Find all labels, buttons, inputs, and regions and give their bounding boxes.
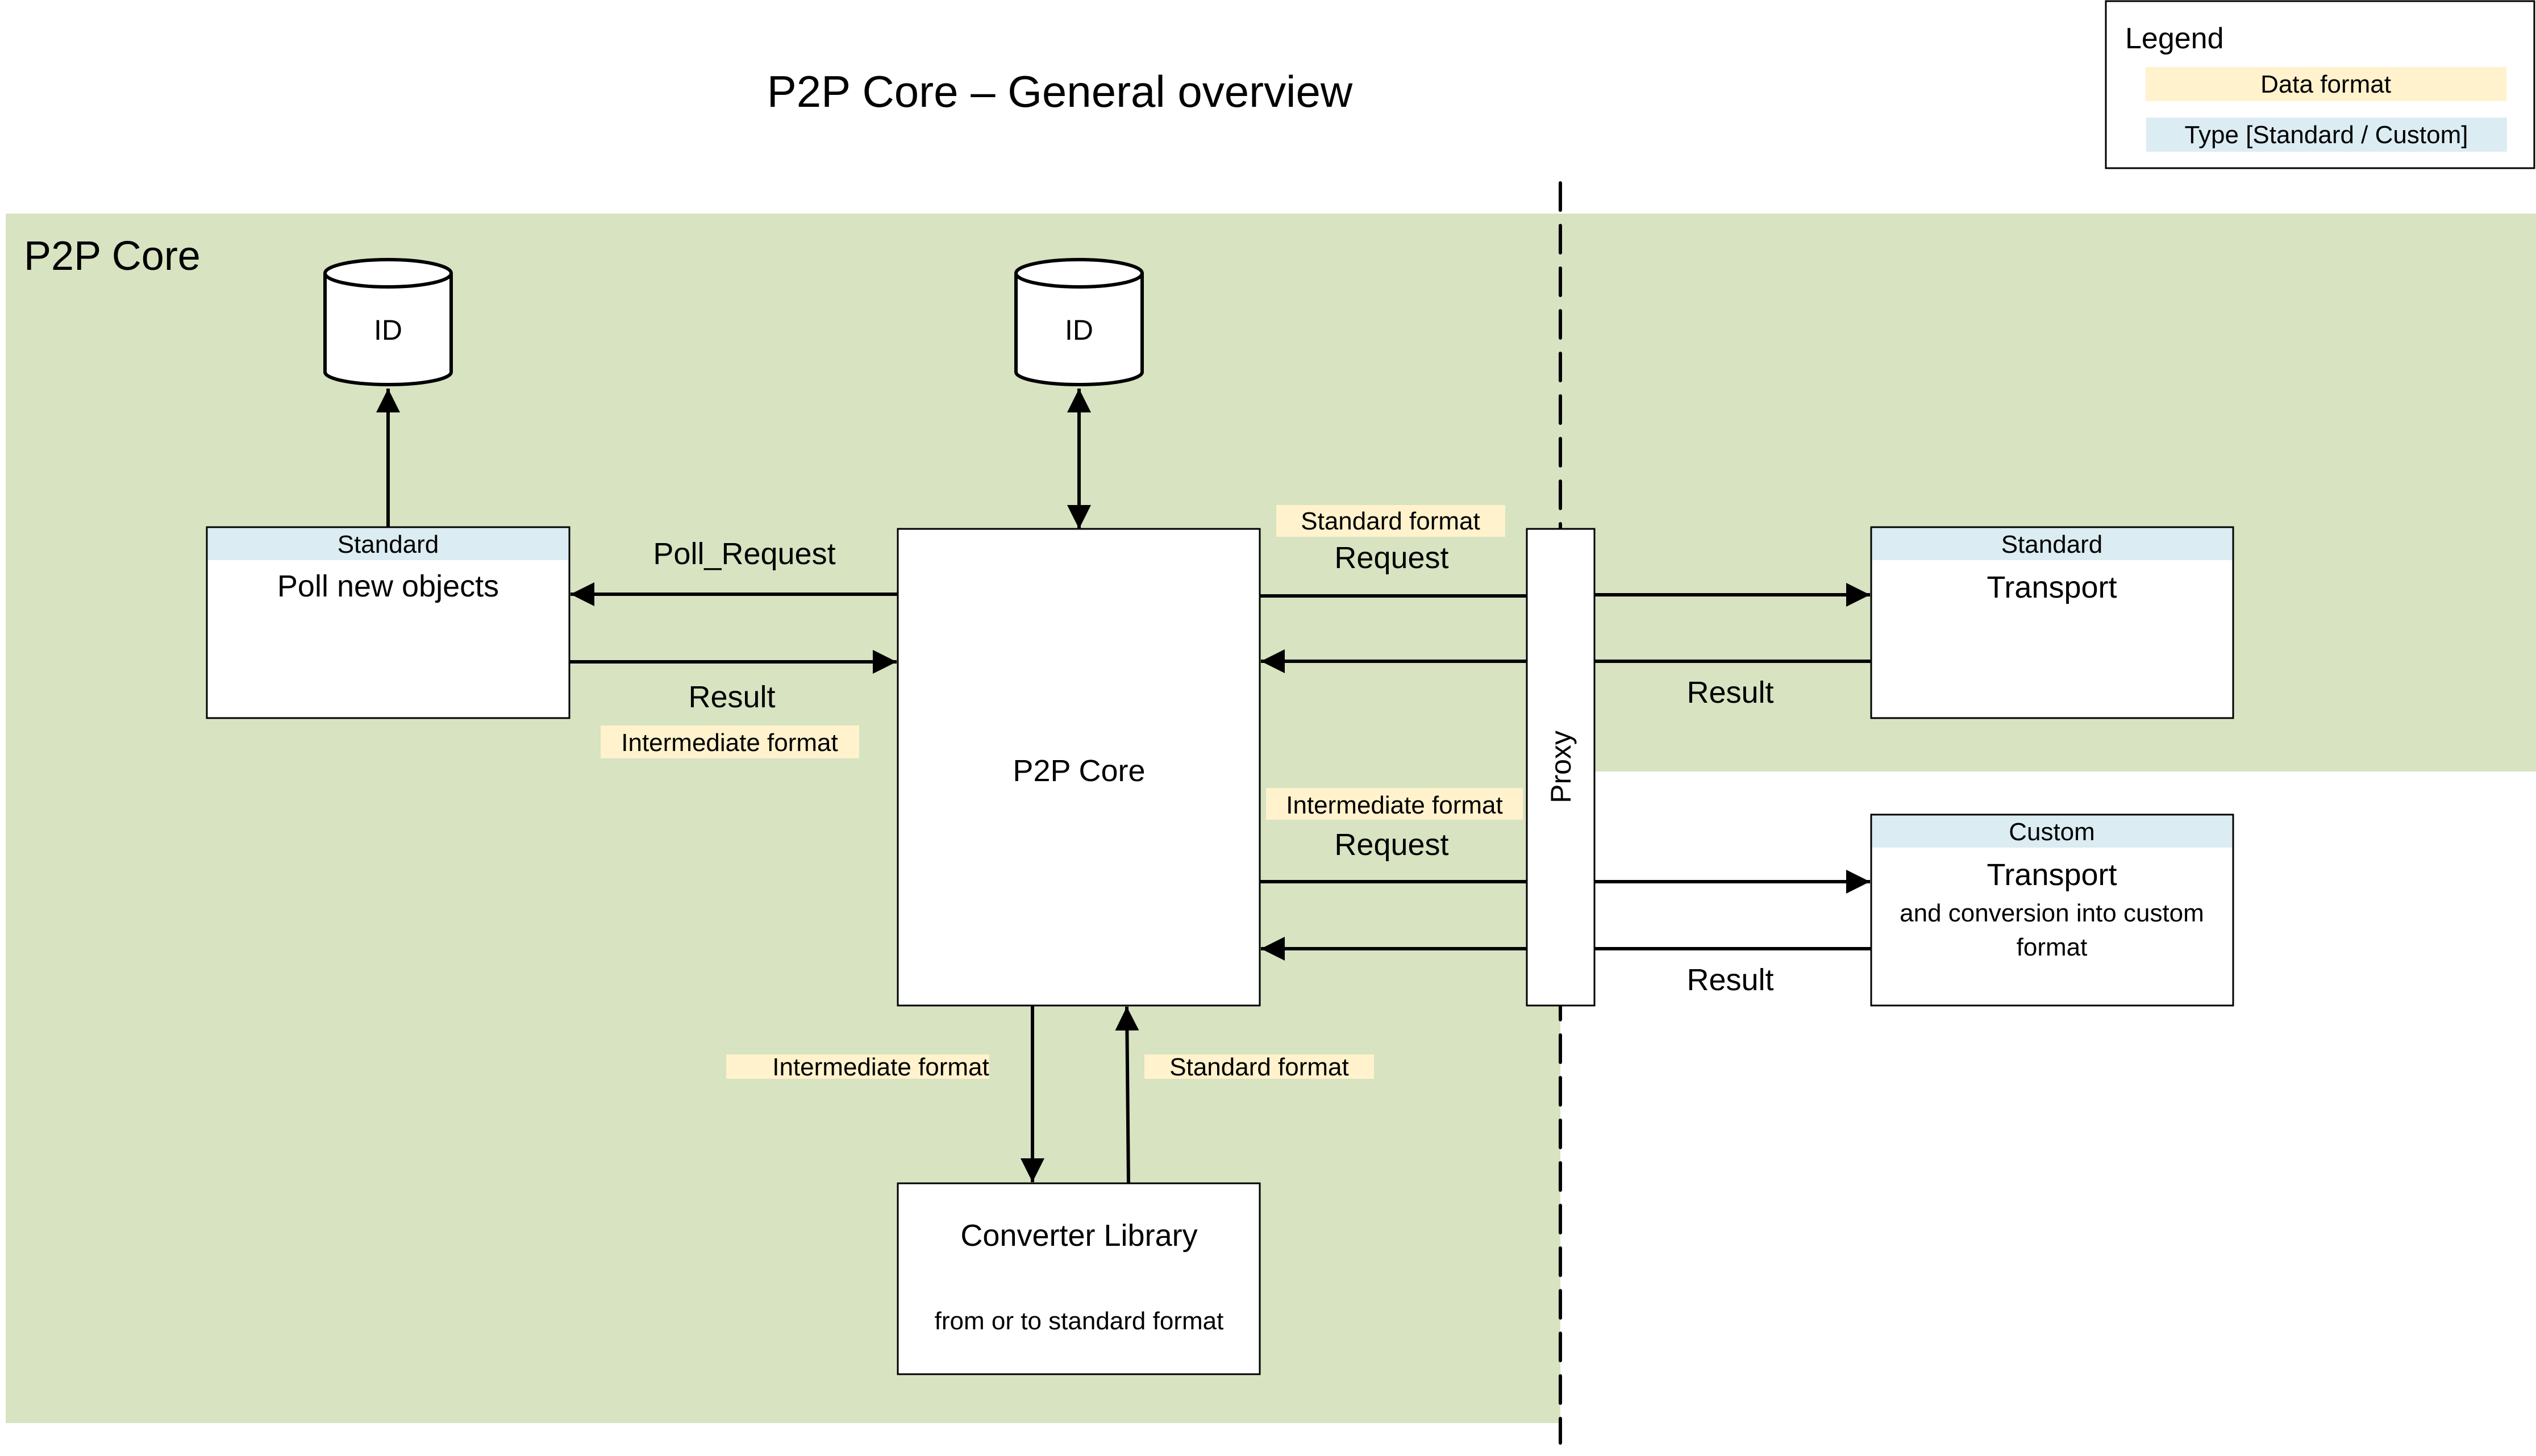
converter-title: Converter Library (960, 1219, 1197, 1253)
label-poll-result: Result (688, 680, 775, 714)
converter-library-box[interactable]: Converter Library from or to standard fo… (897, 1182, 1261, 1375)
legend-data-format-label: Data format (2260, 70, 2391, 98)
core-box-title: P2P Core (1013, 754, 1145, 788)
format-badge-from-converter (1144, 1054, 1374, 1079)
label-poll-request: Poll_Request (653, 537, 835, 571)
transport-custom-subtitle-2: format (2017, 933, 2088, 961)
transport-standard-type-header (1872, 528, 2232, 560)
converter-subtitle: from or to standard format (935, 1307, 1224, 1335)
format-badge-std-request (1276, 505, 1505, 537)
format-label-poll-result: Intermediate format (621, 729, 838, 757)
p2p-core-box[interactable]: P2P Core (897, 528, 1261, 1007)
legend-type-label: Type [Standard / Custom] (2185, 121, 2468, 149)
region-label: P2P Core (24, 233, 201, 279)
poll-box-title: Poll new objects (277, 569, 499, 603)
database-middle: ID (1014, 258, 1144, 386)
transport-standard-box[interactable]: Standard Transport (1870, 526, 2234, 719)
database-left-label: ID (374, 314, 402, 346)
transport-standard-title: Transport (1987, 570, 2117, 604)
label-std-result: Result (1686, 675, 1773, 710)
legend-data-format-swatch (2146, 67, 2506, 101)
transport-custom-box[interactable]: Custom Transport and conversion into cus… (1870, 813, 2234, 1007)
database-left: ID (323, 258, 453, 386)
poll-new-objects-box[interactable]: Standard Poll new objects (206, 526, 571, 719)
format-label-custom-request: Intermediate format (1286, 791, 1503, 819)
legend-type-swatch (2146, 118, 2507, 152)
transport-custom-title: Transport (1987, 858, 2117, 892)
transport-custom-subtitle-1: and conversion into custom (1900, 899, 2204, 927)
format-label-std-request: Standard format (1301, 507, 1480, 535)
proxy-label: Proxy (1545, 731, 1577, 803)
format-badge-custom-request (1266, 788, 1523, 820)
transport-standard-type: Standard (2001, 531, 2103, 558)
poll-box-type-header (208, 528, 568, 560)
label-custom-result: Result (1686, 963, 1773, 997)
label-std-request: Request (1334, 541, 1448, 575)
format-label-from-converter: Standard format (1169, 1053, 1349, 1081)
arrow-converter-to-core (1115, 1006, 1139, 1184)
transport-custom-type: Custom (2009, 818, 2095, 846)
page-title: P2P Core – General overview (767, 66, 1353, 116)
format-badge-poll-result (601, 725, 859, 758)
poll-box-type: Standard (338, 531, 439, 558)
proxy-bar[interactable]: Proxy (1526, 528, 1596, 1007)
legend: Legend Data format Type [Standard / Cust… (2105, 0, 2535, 169)
format-badge-to-converter-bg (726, 1054, 989, 1079)
legend-title: Legend (2125, 22, 2224, 55)
transport-custom-type-header (1872, 816, 2232, 848)
format-label-to-converter: Intermediate format (772, 1053, 989, 1081)
label-custom-request: Request (1334, 828, 1448, 862)
database-middle-label: ID (1065, 314, 1093, 346)
